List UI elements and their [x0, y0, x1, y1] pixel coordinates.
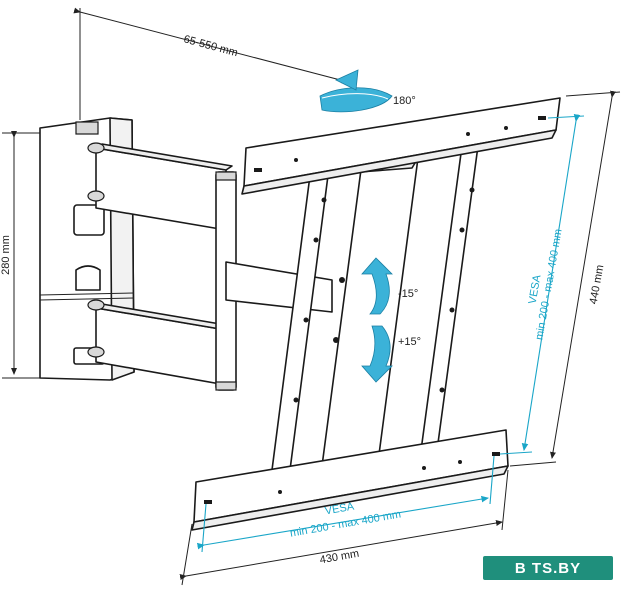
rotation-label: 180°: [393, 95, 416, 107]
extension-dimension: 65-550 mm: [73, 7, 349, 120]
total-width-dimension: 430 mm: [179, 469, 509, 586]
extension-label: 65-550 mm: [182, 33, 239, 59]
rotation-arrow-icon: [319, 69, 393, 113]
vesa-horizontal-title: VESA: [324, 500, 356, 517]
rail-holes: [278, 126, 508, 494]
tilt-up-arrow-icon: [361, 257, 393, 315]
width-430-label: 430 mm: [319, 548, 360, 567]
tilt-down-label: +15°: [398, 336, 421, 348]
wall-plate-height-dimension: 280 mm: [0, 131, 40, 379]
vesa-left-rail: [271, 159, 331, 471]
tilt-down-arrow-icon: [361, 325, 393, 383]
tilt-bracket: [321, 157, 419, 467]
vesa-vertical-dimension: VESA min 200 - max 400 mm: [499, 113, 585, 455]
height-440-label: 440 mm: [588, 264, 607, 305]
height-280-label: 280 mm: [0, 235, 12, 275]
site-watermark: B TS.BY: [483, 556, 613, 580]
vesa-right-rail: [419, 145, 479, 459]
tilt-up-label: -15°: [398, 288, 418, 300]
vesa-vertical-title: VESA: [527, 273, 544, 305]
total-height-dimension: 440 mm: [509, 90, 621, 467]
